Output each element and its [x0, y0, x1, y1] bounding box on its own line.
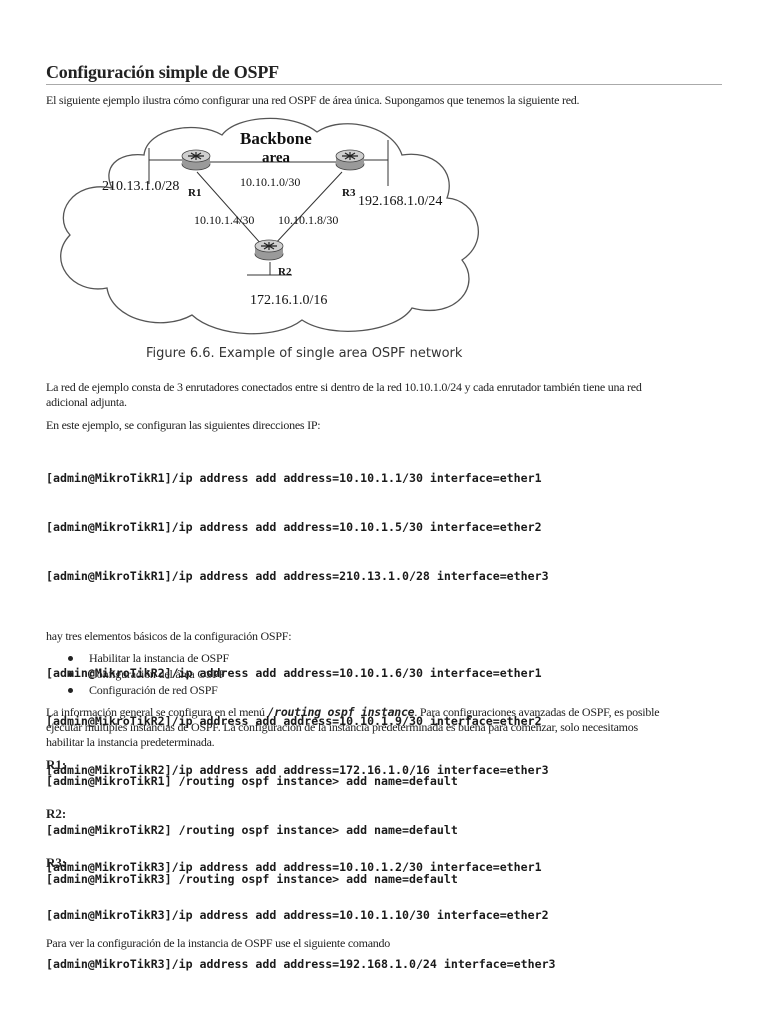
network-paragraph-line2: adicional adjunta. — [46, 395, 127, 409]
code-line: [admin@MikroTikR2]/ip address add addres… — [46, 714, 542, 729]
figure-caption: Figure 6.6. Example of single area OSPF … — [146, 346, 463, 361]
ip-intro-paragraph: En este ejemplo, se configuran las sigui… — [46, 418, 321, 432]
bullet-icon — [68, 656, 73, 661]
r2-instance-command: [admin@MikroTikR2] /routing ospf instanc… — [46, 823, 458, 837]
list-item-label: Habilitar la instancia de OSPF — [89, 651, 229, 665]
list-item: Configuración de red OSPF — [46, 682, 229, 698]
code-line: [admin@MikroTikR1]/ip address add addres… — [46, 520, 542, 534]
network-diagram-svg: Backbone area R1 R3 R2 10.10.1.0/30 10.1… — [60, 117, 479, 335]
link-r3-r2 — [273, 171, 343, 246]
r1-label: R1: — [46, 757, 67, 772]
link-label-r1-r2: 10.10.1.4/30 — [194, 213, 254, 227]
bullet-icon — [68, 672, 73, 677]
router-r2-icon — [254, 239, 284, 261]
page-title: Configuración simple de OSPF — [46, 62, 279, 82]
general-paragraph-line1: La información general se configura en e… — [46, 705, 660, 720]
code-line: [admin@MikroTikR3]/ip address add addres… — [46, 908, 549, 923]
code-line: [admin@MikroTikR3]/ip address add addres… — [46, 859, 542, 874]
link-r1-r2 — [196, 171, 263, 246]
link-label-r1-r3: 10.10.1.0/30 — [240, 175, 300, 189]
general-paragraph-line3: habilitar la instancia predeterminada. — [46, 735, 215, 749]
intro-paragraph: El siguiente ejemplo ilustra cómo config… — [46, 93, 580, 107]
code-line: [admin@MikroTikR1]/ip address add addres… — [46, 471, 542, 486]
r2-label: R2: — [46, 806, 67, 821]
area-label-area: area — [262, 150, 291, 166]
network-paragraph-line1: La red de ejemplo consta de 3 enrutadore… — [46, 380, 642, 394]
backbone-cloud — [60, 117, 479, 335]
code-line: [admin@MikroTikR3]/ip address add addres… — [46, 956, 556, 971]
router-label-r3: R3 — [342, 187, 356, 199]
net-label-r1: 210.13.1.0/28 — [102, 179, 179, 194]
list-item-label: Configuración de red OSPF — [89, 683, 218, 697]
list-item: Habilitar la instancia de OSPF — [46, 650, 229, 666]
r3-instance-command: [admin@MikroTikR3] /routing ospf instanc… — [46, 872, 458, 886]
menu-path: /routing ospf instance — [267, 705, 415, 719]
code-line: [admin@MikroTikR2]/ip address add addres… — [46, 762, 549, 777]
area-label-backbone: Backbone — [240, 129, 312, 148]
ip-commands-block: [admin@MikroTikR1]/ip address add addres… — [46, 438, 556, 1005]
general-text-a: La información general se configura en e… — [46, 705, 268, 719]
net-label-r3: 192.168.1.0/24 — [358, 194, 442, 209]
general-paragraph-line2: ejecutar múltiples instancias de OSPF. L… — [46, 720, 638, 734]
ospf-elements-list: Habilitar la instancia de OSPF Configura… — [46, 650, 229, 698]
router-r3-icon — [335, 149, 365, 171]
general-text-b: . Para configuraciones avanzadas de OSPF… — [414, 705, 660, 719]
view-config-paragraph: Para ver la configuración de la instanci… — [46, 936, 391, 950]
list-item-label: Configuración del área OSPF — [89, 667, 226, 681]
list-item: Configuración del área OSPF — [46, 666, 229, 682]
title-underline — [46, 84, 722, 85]
bullet-icon — [68, 688, 73, 693]
link-label-r3-r2: 10.10.1.8/30 — [278, 213, 338, 227]
r1-instance-command: [admin@MikroTikR1] /routing ospf instanc… — [46, 774, 458, 788]
r3-label: R3: — [46, 855, 67, 870]
code-line: [admin@MikroTikR1]/ip address add addres… — [46, 568, 549, 583]
router-r1-icon — [181, 149, 211, 171]
router-label-r2: R2 — [278, 266, 292, 278]
elements-paragraph: hay tres elementos básicos de la configu… — [46, 629, 292, 643]
code-line: [admin@MikroTikR2]/ip address add addres… — [46, 665, 542, 680]
network-diagram: Backbone area R1 R3 R2 10.10.1.0/30 10.1… — [52, 110, 484, 366]
net-label-r2: 172.16.1.0/16 — [250, 293, 327, 308]
router-label-r1: R1 — [188, 187, 201, 199]
